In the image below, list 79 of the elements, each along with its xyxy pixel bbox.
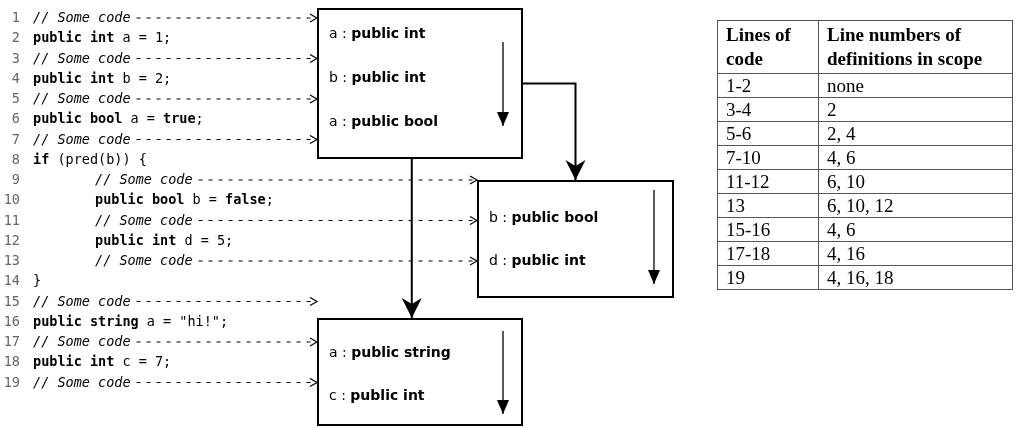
dashed-arrow	[136, 13, 318, 23]
scope-entry: c : public int	[329, 386, 425, 404]
table-cell: 3-4	[717, 97, 819, 122]
code-line: public int d = 5;	[95, 230, 234, 249]
dashed-arrow	[136, 94, 318, 104]
code-comment: // Some code	[33, 129, 131, 148]
table-cell: 17-18	[717, 241, 819, 266]
line-number: 10	[2, 190, 20, 209]
table-cell: 15-16	[717, 217, 819, 242]
scope-entry: a : public int	[329, 24, 426, 42]
code-comment: // Some code	[95, 170, 193, 188]
line-number: 17	[2, 332, 20, 350]
line-number: 4	[10, 68, 20, 87]
code-line: public bool a = true;	[33, 109, 204, 128]
scope-entry: b : public int	[329, 68, 426, 86]
code-comment: // Some code	[33, 48, 131, 67]
code-comment: // Some code	[33, 372, 131, 391]
code-line: public string a = "hi!";	[33, 311, 229, 330]
code-line: public int a = 1;	[33, 28, 172, 47]
table-cell: 6, 10	[818, 169, 1013, 194]
code-line: public bool b = false;	[95, 190, 274, 209]
line-number: 7	[10, 129, 20, 148]
code-line: public int b = 2;	[33, 68, 172, 87]
code-comment: // Some code	[33, 8, 131, 26]
code-comment: // Some code	[33, 332, 131, 350]
line-number: 11	[2, 210, 20, 229]
scope-box	[477, 180, 674, 298]
line-number: 5	[10, 89, 20, 107]
line-number: 16	[2, 311, 20, 330]
table-cell: 4, 16	[818, 241, 1013, 266]
line-number: 3	[10, 48, 20, 67]
table-cell: 5-6	[717, 121, 819, 146]
table-cell: 4, 16, 18	[818, 265, 1013, 290]
scope-entry: a : public bool	[329, 112, 439, 130]
dashed-arrow	[136, 53, 318, 64]
table-cell: 4, 6	[818, 145, 1013, 170]
code-line: if (pred(b)) {	[33, 149, 147, 168]
table-cell: 11-12	[717, 169, 819, 194]
scope-entry: b : public bool	[489, 208, 599, 226]
code-line: public int c = 7;	[33, 352, 172, 371]
table-cell: 19	[717, 265, 819, 290]
dashed-arrow	[198, 215, 478, 226]
line-number: 19	[2, 372, 20, 391]
dashed-arrow	[136, 134, 318, 145]
scope-entry: d : public int	[489, 251, 586, 269]
line-number: 14	[2, 271, 20, 290]
dashed-arrow	[198, 256, 478, 266]
table-cell: 13	[717, 193, 819, 218]
header-cell: Lines of code	[717, 20, 819, 74]
code-comment: // Some code	[33, 291, 131, 310]
code-line: }	[33, 271, 42, 290]
dashed-arrow	[198, 175, 478, 185]
line-number: 13	[2, 251, 20, 269]
arrow	[401, 158, 422, 319]
code-comment: // Some code	[95, 251, 193, 269]
line-number: 2	[10, 28, 20, 47]
scope-entry: a : public string	[329, 343, 451, 361]
dashed-arrow	[136, 377, 318, 388]
table-cell: none	[818, 73, 1013, 98]
table-cell: 4, 6	[818, 217, 1013, 242]
line-number: 1	[10, 8, 20, 26]
scope-box	[317, 8, 523, 159]
line-number: 9	[10, 170, 20, 188]
table-cell: 2, 4	[818, 121, 1013, 146]
line-number: 6	[10, 109, 20, 128]
table-cell: 6, 10, 12	[818, 193, 1013, 218]
table-cell: 1-2	[717, 73, 819, 98]
arrow	[522, 82, 586, 181]
line-number: 18	[2, 352, 20, 371]
dashed-arrow	[136, 296, 318, 307]
table-cell: 2	[818, 97, 1013, 122]
code-comment: // Some code	[33, 89, 131, 107]
dashed-arrow	[136, 337, 318, 347]
scope-box	[317, 318, 523, 426]
code-comment: // Some code	[95, 210, 193, 229]
line-number: 12	[2, 230, 20, 249]
line-number: 8	[10, 149, 20, 168]
line-number: 15	[2, 291, 20, 310]
table-cell: 7-10	[717, 145, 819, 170]
